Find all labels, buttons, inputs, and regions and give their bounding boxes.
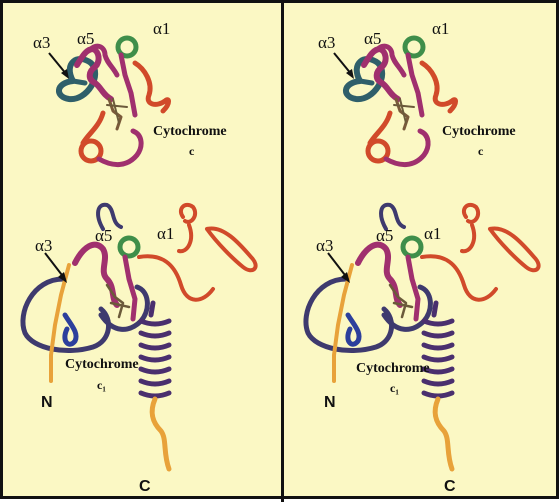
label-c-suffix-top: c bbox=[189, 145, 194, 157]
label-alpha5-top: α5 bbox=[77, 30, 94, 47]
label-c-suffix-top: c bbox=[478, 145, 483, 157]
stereo-panel-right: α3 α5 α1 Cytochrome c α3 α5 α1 Cytochrom… bbox=[284, 3, 559, 502]
label-alpha1-top: α1 bbox=[432, 20, 449, 37]
cytochrome-c-structure bbox=[59, 38, 169, 165]
label-alpha3-bottom: α3 bbox=[35, 237, 52, 254]
cytochrome-c-structure bbox=[346, 38, 456, 165]
label-n-terminus: N bbox=[41, 395, 53, 411]
label-alpha5-top: α5 bbox=[364, 30, 381, 47]
label-alpha1-bottom: α1 bbox=[424, 225, 441, 242]
cytochrome-c1-structure bbox=[23, 205, 256, 469]
label-alpha3-top: α3 bbox=[318, 34, 335, 51]
label-cytochrome-c-top: Cytochrome bbox=[442, 125, 516, 139]
stereo-panel-left: α3 α5 α1 Cytochrome c α3 α5 α1 Cytochrom… bbox=[3, 3, 281, 502]
label-alpha3-bottom: α3 bbox=[316, 237, 333, 254]
label-alpha3-top: α3 bbox=[33, 34, 50, 51]
label-n-terminus: N bbox=[324, 395, 336, 411]
label-c-terminus: C bbox=[139, 479, 151, 495]
label-c1-suffix-bottom: c₁ bbox=[390, 382, 399, 394]
label-alpha1-top: α1 bbox=[153, 20, 170, 37]
label-cytochrome-c-top: Cytochrome bbox=[153, 125, 227, 139]
label-c1-suffix-bottom: c₁ bbox=[97, 379, 106, 391]
label-alpha1-bottom: α1 bbox=[157, 225, 174, 242]
label-c-terminus: C bbox=[444, 479, 456, 495]
label-cytochrome-c1-bottom: Cytochrome bbox=[65, 358, 139, 372]
label-cytochrome-c1-bottom: Cytochrome bbox=[356, 362, 430, 376]
label-alpha5-bottom: α5 bbox=[95, 227, 112, 244]
cytochrome-c1-structure bbox=[306, 205, 539, 469]
label-alpha5-bottom: α5 bbox=[376, 227, 393, 244]
